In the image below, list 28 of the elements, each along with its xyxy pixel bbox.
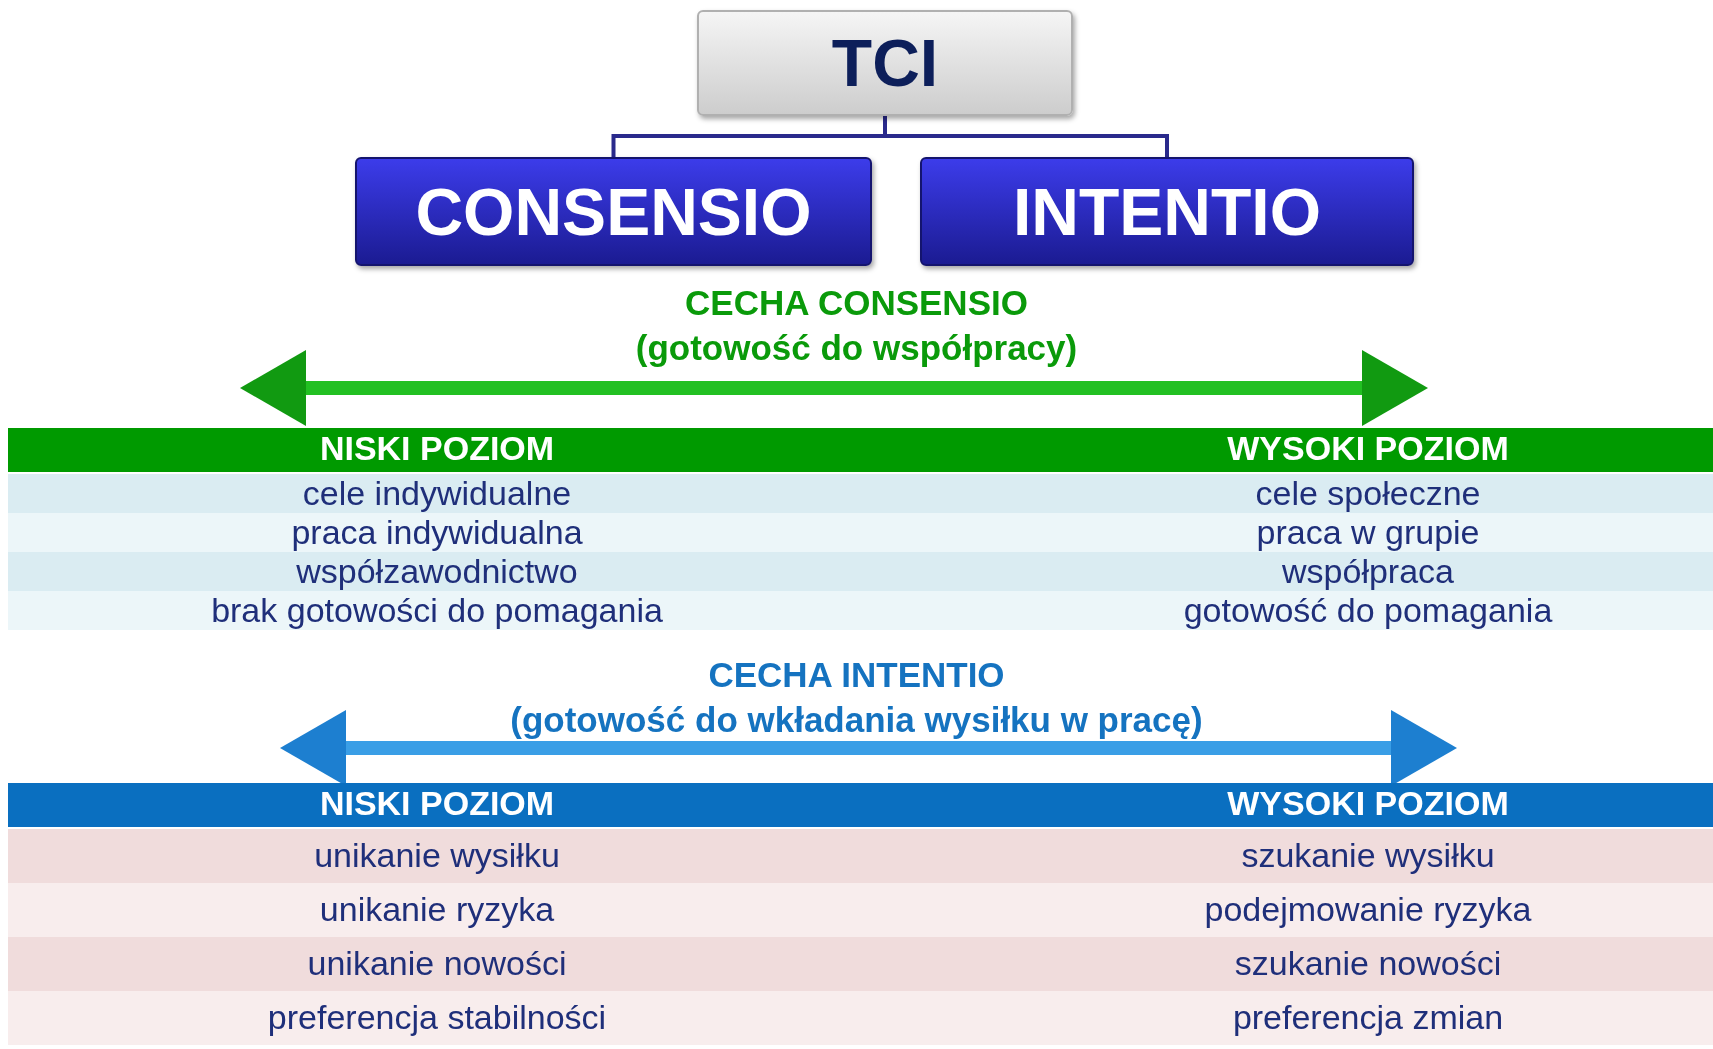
trait-text: praca w grupie <box>1256 512 1480 552</box>
level-heading: WYSOKI POZIOM <box>1227 784 1509 823</box>
section-title: CECHA CONSENSIO <box>684 283 1029 323</box>
trait-text: unikanie wysiłku <box>314 836 560 875</box>
trait-text: brak gotowości do pomagania <box>211 590 663 630</box>
connector-line <box>883 116 1169 157</box>
trait-text: cele społeczne <box>1255 473 1481 513</box>
level-heading: WYSOKI POZIOM <box>1227 429 1509 468</box>
trait-text: preferencja zmian <box>1232 998 1504 1037</box>
trait-text: podejmowanie ryzyka <box>1204 890 1532 929</box>
trait-text: preferencja stabilności <box>267 998 607 1037</box>
subtitle: (gotowość do współpracy) <box>634 328 1079 368</box>
trait-text: współzawodnictwo <box>296 551 578 591</box>
level-heading: NISKI POZIOM <box>319 429 555 468</box>
trait-text: gotowość do pomagania <box>1183 590 1553 630</box>
section-title: CECHA INTENTIO <box>707 655 1006 695</box>
level-heading: NISKI POZIOM <box>319 784 555 823</box>
category-box: INTENTIO <box>920 157 1414 266</box>
category-box: CONSENSIO <box>355 157 872 266</box>
trait-text: współpraca <box>1282 551 1454 591</box>
trait-text: unikanie nowości <box>307 944 567 983</box>
trait-text: szukanie wysiłku <box>1241 836 1495 875</box>
trait-text: unikanie ryzyka <box>319 890 555 929</box>
root-box: TCI <box>697 10 1073 116</box>
trait-text: cele indywidualne <box>302 473 572 513</box>
trait-text: szukanie nowości <box>1234 944 1502 983</box>
trait-text: praca indywidualna <box>291 512 583 552</box>
subtitle: (gotowość do wkładania wysiłku w pracę) <box>509 700 1204 740</box>
